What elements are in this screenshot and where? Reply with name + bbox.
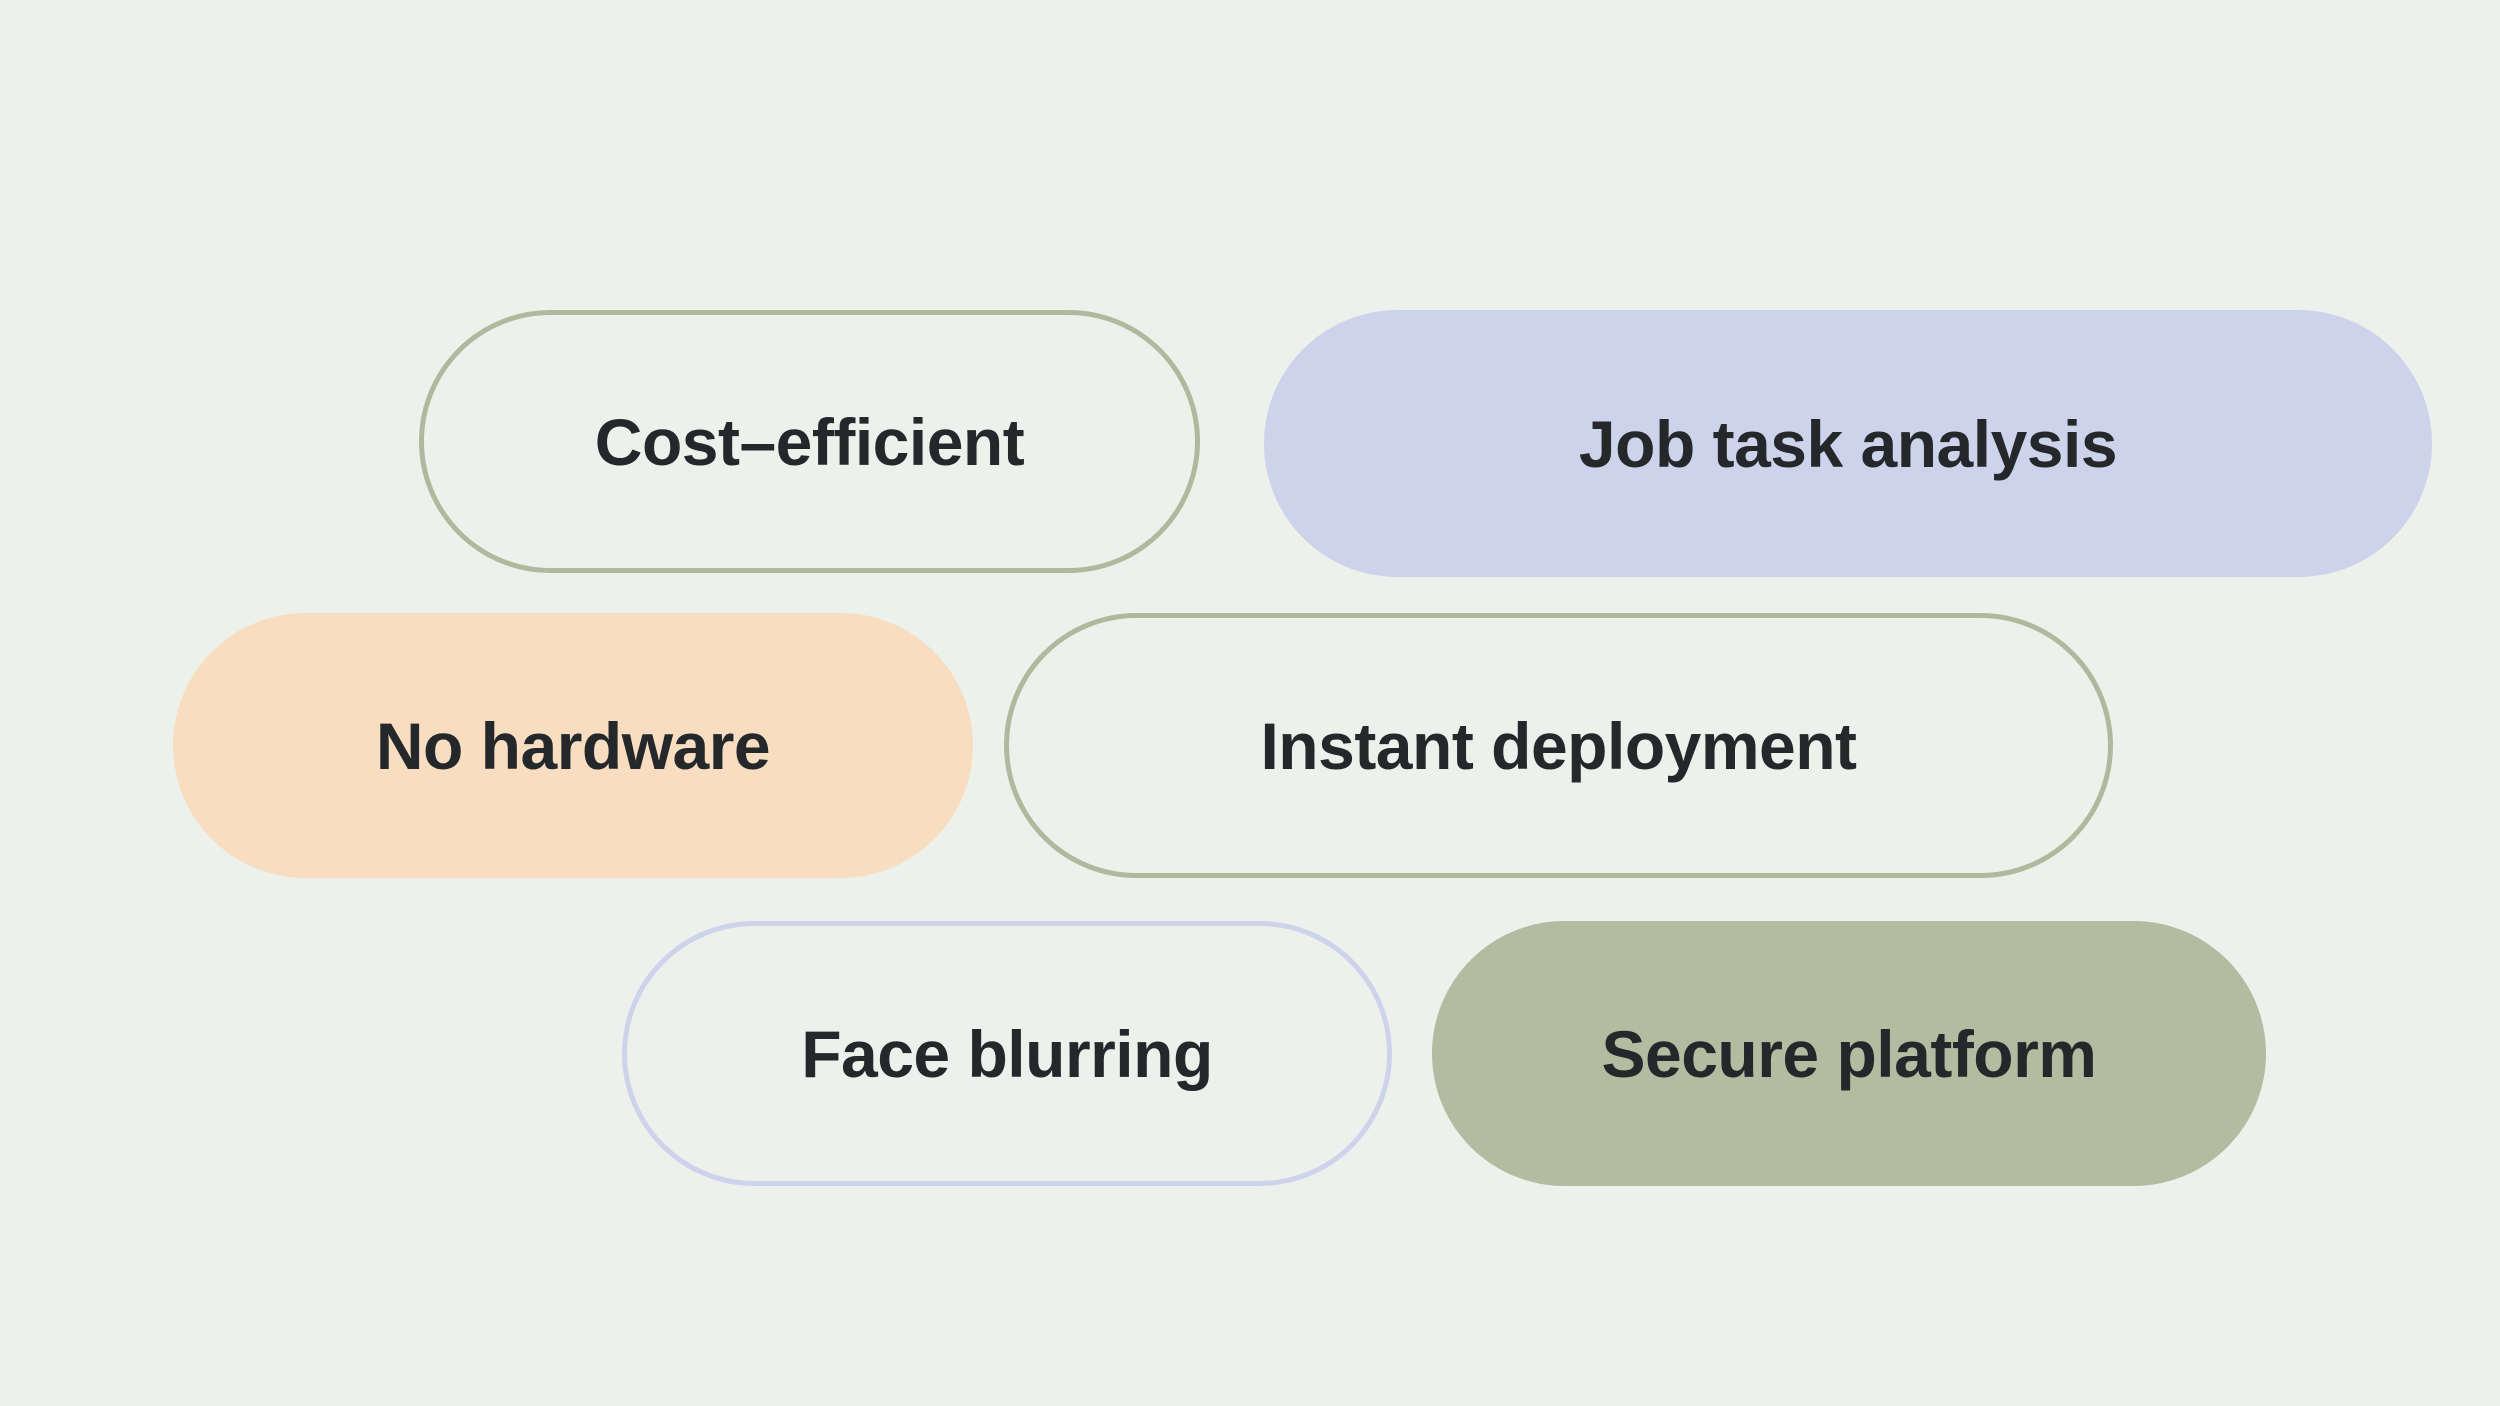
pill-cost-efficient: Cost–efficient	[419, 310, 1200, 573]
pill-no-hardware: No hardware	[173, 613, 973, 878]
pill-secure-platform: Secure platform	[1432, 921, 2266, 1186]
pill-job-task-analysis-label: Job task analysis	[1578, 406, 2118, 481]
pill-instant-deployment: Instant deployment	[1004, 613, 2113, 878]
pill-face-blurring-label: Face blurring	[801, 1016, 1213, 1091]
pill-no-hardware-label: No hardware	[375, 708, 771, 783]
pill-job-task-analysis: Job task analysis	[1264, 310, 2432, 577]
pill-secure-platform-label: Secure platform	[1601, 1016, 2097, 1091]
pill-face-blurring: Face blurring	[622, 921, 1392, 1186]
pill-cost-efficient-label: Cost–efficient	[594, 404, 1025, 479]
pill-instant-deployment-label: Instant deployment	[1260, 708, 1857, 783]
